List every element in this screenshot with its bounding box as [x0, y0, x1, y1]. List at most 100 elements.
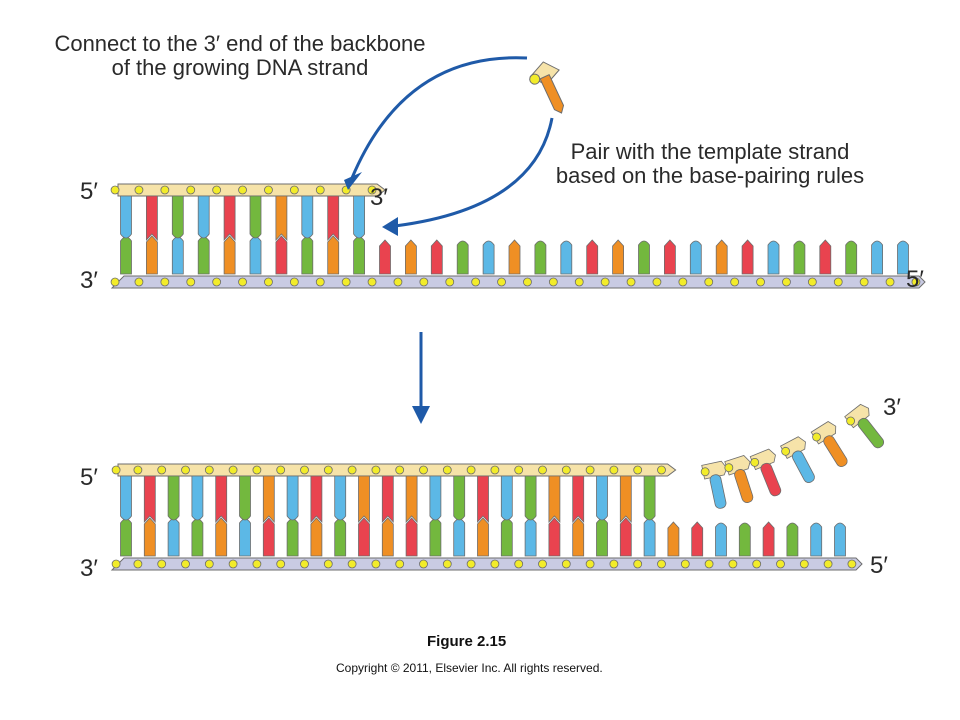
template-phosphate: [393, 277, 403, 287]
template-base: [456, 240, 469, 275]
template-phosphate: [111, 559, 121, 569]
template-phosphate: [859, 277, 869, 287]
template-phosphate: [704, 559, 714, 569]
new-strand-phosphate: [252, 465, 262, 475]
template-base: [453, 518, 466, 557]
template-phosphate: [680, 559, 690, 569]
new-strand-phosphate: [111, 465, 121, 475]
new-strand-phosphate: [490, 465, 500, 475]
new-strand-base: [619, 475, 632, 524]
template-phosphate: [776, 559, 785, 569]
new-strand-phosphate: [181, 465, 190, 475]
template-base: [691, 521, 704, 557]
template-phosphate: [538, 559, 547, 569]
template-base: [381, 517, 394, 557]
template-phosphate: [728, 559, 738, 569]
template-base: [477, 517, 489, 557]
template-base: [834, 522, 846, 557]
new-strand-base: [453, 475, 466, 521]
template-base: [215, 517, 228, 557]
connect-caption-line2: of the growing DNA strand: [111, 55, 369, 80]
template-phosphate: [523, 277, 532, 287]
new-strand-base: [596, 475, 608, 521]
template-phosphate: [678, 277, 688, 287]
new-strand-base: [262, 475, 275, 524]
new-strand-phosphate: [204, 465, 214, 475]
template-phosphate: [289, 277, 299, 287]
template-phosphate: [782, 277, 791, 287]
template-base: [239, 518, 251, 557]
peeling-nucleotide: [810, 421, 848, 467]
new-strand-phosphate: [212, 185, 222, 195]
template-base: [301, 236, 314, 275]
new-strand-phosphate: [395, 465, 405, 475]
template-base: [767, 240, 780, 275]
new-strand-phosphate: [110, 185, 120, 195]
new-strand-phosphate: [442, 465, 452, 475]
template-phosphate: [371, 559, 381, 569]
template-phosphate: [799, 559, 809, 569]
template-phosphate: [704, 277, 714, 287]
template-phosphate: [110, 277, 120, 287]
new-strand-base: [239, 475, 251, 521]
new-strand-base: [381, 475, 394, 524]
template-phosphate: [657, 559, 666, 569]
new-strand-phosphate: [228, 465, 238, 475]
bottom-left-3-label: 3′: [80, 555, 98, 582]
bottom-right-5-label: 5′: [870, 552, 888, 579]
new-strand-base: [334, 475, 347, 521]
new-strand-phosphate: [466, 465, 476, 475]
template-base: [405, 239, 417, 275]
pair-caption-line1: Pair with the template strand: [570, 139, 850, 164]
template-base: [482, 240, 495, 275]
template-base: [310, 517, 323, 557]
new-strand-base: [301, 195, 314, 239]
template-base: [810, 522, 823, 557]
template-phosphate: [395, 559, 405, 569]
template-phosphate: [186, 277, 196, 287]
new-strand-phosphate: [289, 185, 299, 195]
template-phosphate: [609, 559, 619, 569]
template-phosphate: [367, 277, 377, 287]
template-base: [524, 518, 537, 557]
new-strand-phosphate: [347, 465, 357, 475]
template-phosphate: [833, 277, 843, 287]
copyright-text: Copyright © 2011, Elsevier Inc. All righ…: [336, 661, 603, 675]
peeling-nucleotide: [724, 455, 754, 503]
connect-caption: Connect to the 3′ end of the backbone of…: [30, 32, 450, 80]
template-base: [167, 518, 180, 557]
template-phosphate: [730, 277, 740, 287]
template-backbone: [110, 275, 926, 289]
template-phosphate: [885, 277, 895, 287]
bottom-top-3-label: 3′: [883, 394, 901, 421]
template-base: [249, 236, 262, 275]
template-phosphate: [807, 277, 817, 287]
new-strand-base: [572, 475, 585, 524]
template-base: [500, 518, 513, 557]
template-base: [430, 239, 443, 275]
template-phosphate: [561, 559, 571, 569]
template-phosphate: [548, 277, 558, 287]
template-base: [534, 240, 547, 275]
template-base: [596, 518, 608, 557]
peeling-nucleotide: [844, 403, 885, 449]
template-phosphate: [756, 277, 765, 287]
peeling-nucleotide: [700, 460, 728, 509]
new-strand-phosphate: [633, 465, 643, 475]
template-base: [619, 517, 632, 557]
new-strand-base: [120, 475, 132, 521]
new-strand-phosphate: [538, 465, 547, 475]
template-base: [715, 522, 727, 557]
new-strand-phosphate: [367, 185, 377, 195]
new-strand-base: [249, 195, 262, 239]
template-phosphate: [300, 559, 309, 569]
new-strand-phosphate: [585, 465, 595, 475]
top-left-3-label: 3′: [80, 267, 98, 294]
template-phosphate: [181, 559, 190, 569]
new-strand-base: [120, 195, 132, 239]
template-phosphate: [633, 559, 643, 569]
new-strand-base: [310, 475, 323, 524]
pair-caption-line2: based on the base-pairing rules: [555, 163, 865, 188]
new-strand-base: [171, 195, 184, 239]
new-strand-phosphate: [186, 185, 196, 195]
